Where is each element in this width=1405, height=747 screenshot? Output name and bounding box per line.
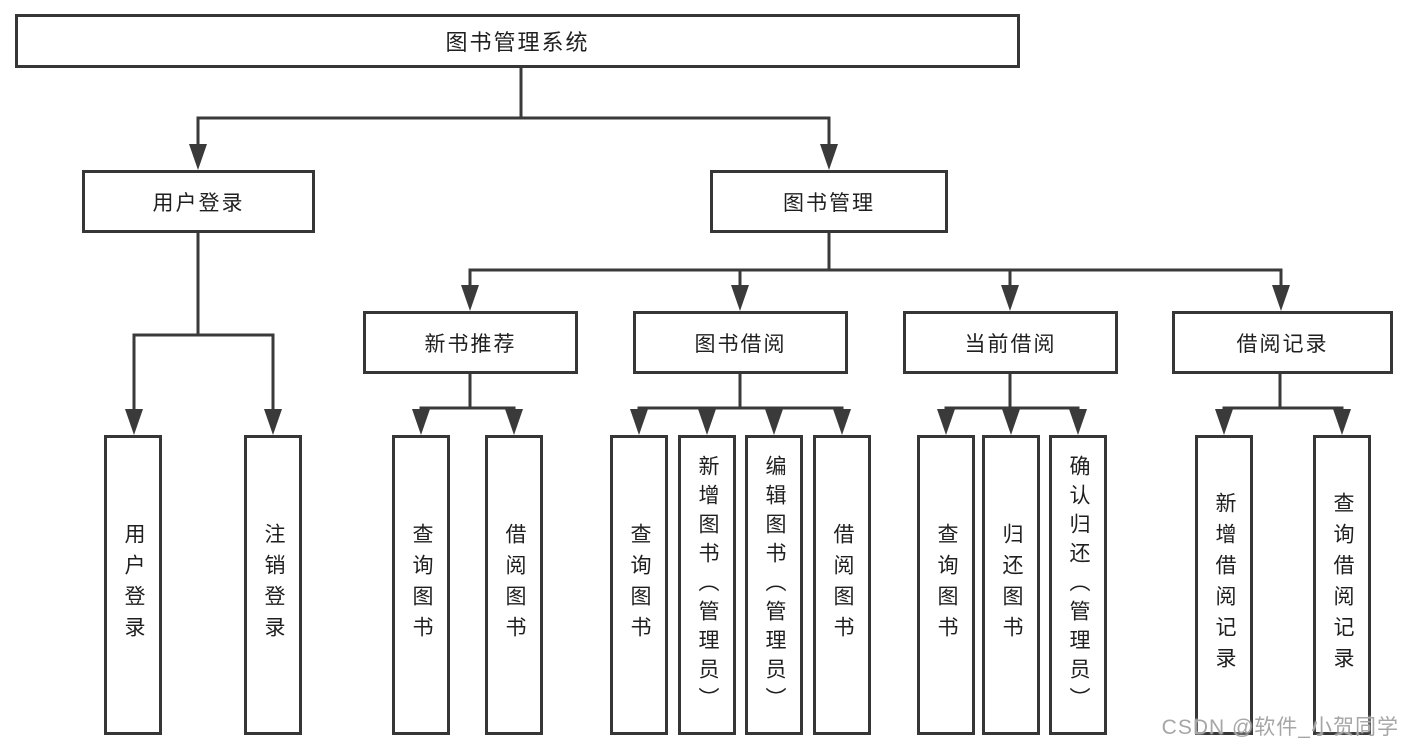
leaf-records-query-borrow-record: 查询借阅记录 — [1313, 435, 1371, 735]
leaf-records-add-borrow-record: 新增借阅记录 — [1195, 435, 1253, 735]
arrowheads — [125, 144, 1351, 435]
node-book-management: 图书管理 — [710, 170, 948, 233]
node-book-borrowing: 图书借阅 — [633, 311, 848, 374]
leaf-borrowing-add-books-admin: 新增图书（管理员） — [678, 435, 736, 735]
csdn-watermark: CSDN @软件_小贺同学 — [1161, 716, 1399, 739]
node-root-system: 图书管理系统 — [15, 14, 1020, 68]
leaf-borrowing-borrow-books: 借阅图书 — [813, 435, 871, 735]
node-new-book-recommend: 新书推荐 — [363, 311, 578, 374]
node-borrow-records: 借阅记录 — [1172, 311, 1393, 374]
node-current-borrowing: 当前借阅 — [903, 311, 1118, 374]
leaf-user-login: 用户登录 — [104, 435, 162, 735]
leaf-borrowing-query-books: 查询图书 — [610, 435, 668, 735]
leaf-current-confirm-return-admin: 确认归还（管理员） — [1049, 435, 1107, 735]
leaf-current-query-books: 查询图书 — [917, 435, 975, 735]
leaf-recommend-borrow-books: 借阅图书 — [485, 435, 543, 735]
node-user-login: 用户登录 — [82, 170, 315, 233]
leaf-current-return-books: 归还图书 — [982, 435, 1040, 735]
leaf-recommend-query-books: 查询图书 — [392, 435, 450, 735]
leaf-logout: 注销登录 — [244, 435, 302, 735]
leaf-borrowing-edit-books-admin: 编辑图书（管理员） — [745, 435, 803, 735]
